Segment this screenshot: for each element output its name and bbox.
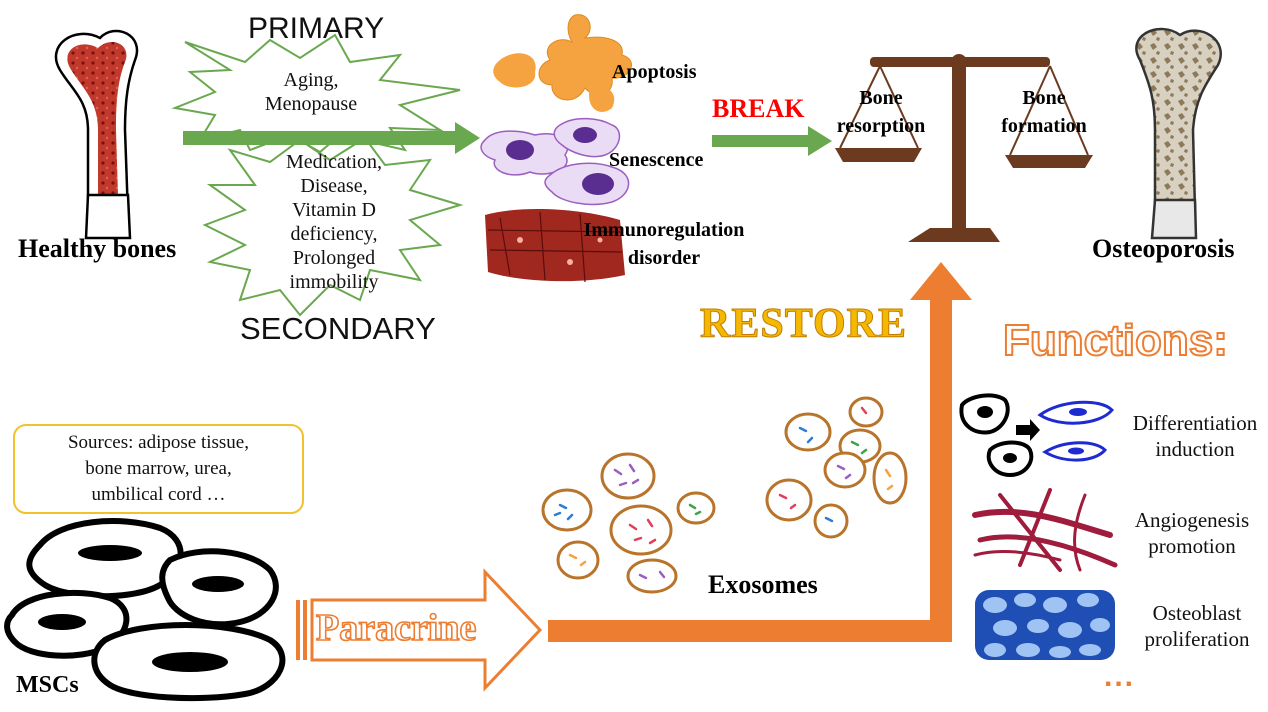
exosomes-label: Exosomes	[708, 570, 818, 599]
restore-label: RESTORE	[700, 301, 907, 348]
senescence-cells-icon	[480, 117, 630, 206]
orange-restore-arrow	[548, 262, 972, 642]
function-differentiation-label: Differentiation induction	[1132, 411, 1258, 461]
paracrine-arrow	[296, 568, 543, 692]
secondary-causes: Medication, Disease, Vitamin D deficienc…	[285, 151, 383, 293]
exosomes-icon	[541, 396, 908, 594]
paracrine-label: Paracrine	[315, 606, 477, 650]
sources-text: Sources: adipose tissue, bone marrow, ur…	[67, 432, 249, 505]
green-arrow-break	[712, 126, 832, 156]
secondary-label: SECONDARY	[240, 311, 436, 346]
healthy-bone-icon	[54, 29, 139, 240]
healthy-bones-label: Healthy bones	[18, 234, 177, 263]
osteoblast-icon	[975, 590, 1115, 660]
senescence-label: Senescence	[609, 149, 704, 171]
secondary-starburst	[202, 136, 464, 317]
differentiation-icon	[959, 393, 1115, 478]
msc-cells-icon	[4, 518, 286, 702]
sources-box	[13, 424, 304, 514]
osteoporosis-bone-icon	[1135, 27, 1222, 240]
primary-starburst	[171, 33, 461, 154]
green-arrow-main	[183, 122, 480, 154]
bone-resorption-label: Bone resorption	[836, 87, 926, 137]
immunoregulation-label: Immunoregulation disorder	[583, 219, 745, 269]
function-angiogenesis-label: Angiogenesis promotion	[1134, 508, 1250, 558]
mscs-label: MSCs	[16, 672, 79, 698]
apoptosis-cells-icon	[493, 14, 632, 112]
immune-tissue-icon	[485, 208, 625, 283]
osteoporosis-label: Osteoporosis	[1092, 234, 1235, 263]
function-osteoblast-label: Osteoblast proliferation	[1144, 601, 1250, 651]
more-functions-ellipsis: ...	[1104, 660, 1136, 693]
primary-causes: Aging, Menopause	[264, 69, 358, 115]
primary-label: PRIMARY	[248, 12, 385, 45]
bone-formation-label: Bone formation	[1001, 87, 1087, 137]
apoptosis-label: Apoptosis	[612, 61, 697, 83]
functions-title: Functions:	[1002, 315, 1229, 366]
break-label: BREAK	[712, 94, 805, 123]
balance-scale-icon	[835, 54, 1093, 242]
angiogenesis-icon	[972, 488, 1118, 572]
